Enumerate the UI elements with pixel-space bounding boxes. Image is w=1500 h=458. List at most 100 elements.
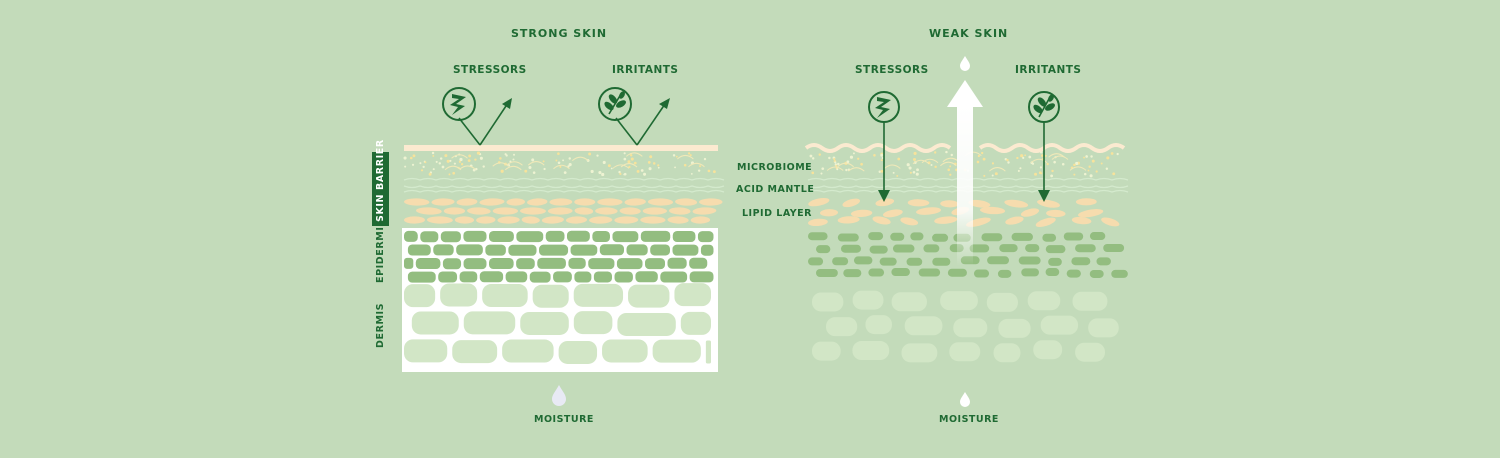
microbe-dot	[633, 162, 636, 165]
epidermis-cell	[697, 231, 714, 243]
epidermis-cell	[689, 271, 714, 283]
lipid-cell	[467, 207, 491, 215]
epidermis-cell	[545, 230, 565, 242]
microbe-dot	[499, 157, 502, 160]
microbe-dot	[845, 168, 848, 172]
microbe-dot	[557, 152, 560, 155]
epidermis-cell	[987, 256, 1010, 265]
epidermis-cell	[689, 257, 708, 269]
microbe-dot	[820, 172, 823, 175]
microbe-dot	[834, 161, 837, 164]
epidermis-cell	[1089, 269, 1104, 278]
lipid-cell	[968, 199, 991, 208]
microbe-dot	[908, 166, 912, 170]
strong-stressor-deflection	[458, 98, 670, 146]
dermis-cell	[1072, 291, 1108, 311]
epidermis-cell	[404, 230, 418, 242]
microbe-dot	[630, 157, 634, 161]
lipid-cell	[699, 198, 723, 206]
microbe-dot	[527, 161, 545, 166]
epidermis-cell	[1048, 257, 1062, 266]
microbe-dot	[623, 173, 626, 176]
dermis-cell	[949, 342, 981, 362]
microbe-dot	[528, 165, 532, 169]
microbe-dot	[837, 162, 854, 168]
epidermis-cell	[537, 257, 566, 269]
dermis-cell	[812, 292, 844, 312]
dermis-cell	[993, 343, 1021, 363]
dermis-cell	[1027, 291, 1061, 311]
dermis-cell	[652, 339, 701, 363]
dermis-cell	[940, 291, 978, 311]
epidermis-cell	[808, 232, 828, 241]
microbiome-label: MICROBIOME	[737, 162, 813, 173]
microbe-dot	[892, 171, 895, 174]
microbe-dot	[983, 174, 986, 177]
microbe-dot	[1017, 169, 1020, 172]
microbe-dot	[1020, 154, 1024, 158]
microbe-dot	[811, 157, 815, 160]
lipid-cell	[520, 207, 546, 215]
microbe-dot	[912, 170, 916, 174]
microbe-dot	[981, 151, 984, 155]
microbe-dot	[649, 155, 653, 159]
epidermis-cell	[869, 245, 888, 254]
microbe-dot	[657, 164, 660, 167]
epidermis-cell	[906, 257, 923, 266]
lipid-cell	[675, 198, 698, 206]
microbe-dot	[1019, 167, 1022, 170]
microbe-dot	[568, 163, 572, 167]
microbe-dot	[940, 161, 957, 167]
microbe-dot	[1091, 159, 1095, 163]
microbe-dot	[942, 157, 960, 163]
epidermis-cell	[650, 244, 671, 256]
microbe-dot	[411, 163, 415, 166]
strong-acid-mantle	[403, 177, 725, 193]
microbe-dot	[947, 168, 951, 172]
microbe-dot	[620, 163, 638, 168]
dermis-cell	[826, 317, 858, 337]
epidermis-cell	[1042, 233, 1057, 242]
microbe-dot	[627, 160, 631, 164]
dermis-cell	[1033, 340, 1063, 360]
microbe-dot	[598, 170, 602, 175]
lipid-cell	[426, 216, 453, 224]
microbe-dot	[449, 159, 452, 163]
lipid-cell	[624, 198, 646, 206]
microbe-dot	[555, 159, 558, 162]
microbe-dot	[707, 169, 711, 173]
acid-mantle-wave	[403, 177, 725, 181]
microbe-dot	[559, 165, 562, 168]
epidermis-cell	[660, 271, 688, 283]
microbe-dot	[1050, 174, 1054, 178]
lipid-cell	[549, 198, 573, 206]
microbe-dot	[647, 161, 651, 164]
microbe-dot	[628, 165, 631, 169]
acid-mantle-wave	[403, 185, 725, 189]
dermis-cell	[998, 318, 1031, 338]
microbe-dot	[444, 154, 448, 158]
microbe-dot	[1046, 162, 1049, 166]
epidermis-cell	[837, 233, 859, 242]
microbe-dot	[826, 166, 844, 171]
microbe-dot	[703, 157, 707, 161]
weak-lipid-layer	[808, 197, 1120, 227]
microbe-dot	[596, 154, 599, 157]
lipid-cell	[404, 198, 430, 206]
microbe-dot	[492, 162, 510, 167]
epidermis-cell	[840, 244, 861, 253]
microbe-dot	[428, 172, 432, 176]
microbe-dot	[435, 160, 438, 163]
strong-stressors-label: STRESSORS	[453, 64, 527, 76]
microbe-dot	[674, 166, 676, 169]
strong-microbiome	[403, 151, 716, 177]
dermis-cell	[674, 283, 711, 307]
lipid-cell	[1004, 199, 1029, 208]
weak-moisture-label: MOISTURE	[939, 414, 999, 425]
epidermis-cell	[626, 244, 648, 256]
dermis-cell	[705, 340, 711, 364]
microbe-dot	[1106, 156, 1110, 160]
epidermis-cell	[890, 232, 905, 241]
microbe-dot	[690, 172, 693, 175]
